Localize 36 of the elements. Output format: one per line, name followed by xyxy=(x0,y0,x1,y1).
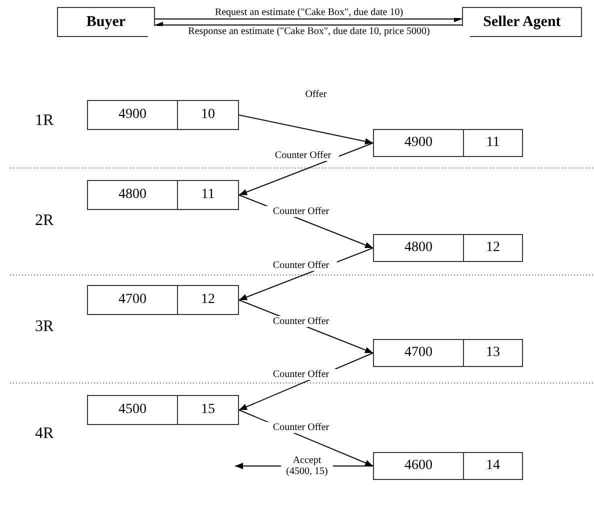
price-value: 4800 xyxy=(374,235,464,261)
price-date-box xyxy=(373,129,523,157)
edge-label: Accept (4500, 15) xyxy=(281,455,333,477)
price-date-box xyxy=(87,395,239,425)
due-date-value: 12 xyxy=(485,239,501,257)
arrow xyxy=(238,142,374,196)
edge-label: Response an estimate ("Cake Box", due date 10, price 5000) xyxy=(148,26,470,37)
due-date-value: 11 xyxy=(200,186,216,204)
participant-box: Buyer xyxy=(57,7,155,37)
arrow xyxy=(238,114,374,144)
round-label: 3R xyxy=(35,318,54,336)
round-label: 1R xyxy=(35,112,54,130)
due-date-value: 12 xyxy=(200,291,216,309)
due-date-value: 10 xyxy=(200,106,216,124)
price-value: 4700 xyxy=(374,340,464,366)
price-value: 4700 xyxy=(88,286,178,314)
price-value: 4500 xyxy=(88,396,178,424)
arrow xyxy=(154,22,462,28)
price-date-box xyxy=(373,339,523,367)
round-label: 2R xyxy=(35,212,54,230)
price-value: 4800 xyxy=(88,181,178,209)
price-date-box xyxy=(87,180,239,210)
price-date-box xyxy=(87,100,239,130)
price-date-box xyxy=(87,285,239,315)
due-date-value: 11 xyxy=(485,134,501,152)
round-label: 4R xyxy=(35,425,54,443)
participant-box: Seller Agent xyxy=(462,7,582,37)
due-date-value: 14 xyxy=(485,457,501,475)
price-value: 4900 xyxy=(374,130,464,156)
price-value: 4600 xyxy=(374,453,464,479)
arrow xyxy=(154,16,462,22)
price-date-box xyxy=(373,452,523,480)
due-date-value: 15 xyxy=(200,401,216,419)
due-date-value: 13 xyxy=(485,344,501,362)
price-value: 4900 xyxy=(88,101,178,129)
price-date-box xyxy=(373,234,523,262)
